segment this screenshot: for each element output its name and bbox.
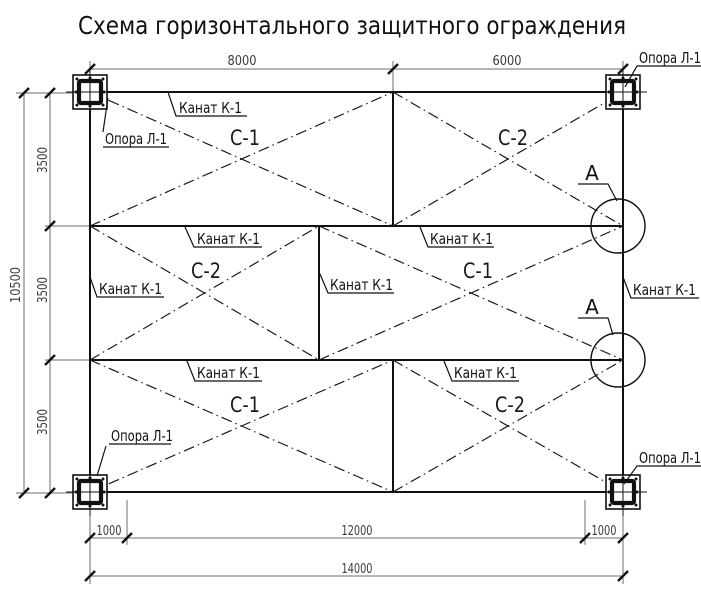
cable-label: Канат К-1 [430, 230, 493, 248]
cable-callouts: Канат К-1 Канат К-1 Канат К-1 Канат К-1 … [89, 91, 699, 382]
support-callout: Опора Л-1 [102, 97, 169, 148]
section-marker-bottom: А [578, 295, 614, 336]
cable-callout: Канат К-1 [419, 226, 494, 248]
cable-label: Канат К-1 [197, 364, 260, 382]
support-label: Опора Л-1 [639, 49, 701, 67]
support-post-top-left [66, 68, 114, 116]
dim-left-row3: 3500 [36, 409, 51, 435]
dim-bottom-left-offset: 1000 [97, 524, 122, 539]
section-circle-bottom [590, 332, 646, 388]
support-label: Опора Л-1 [639, 449, 701, 467]
cable-callout: Канат К-1 [319, 273, 394, 294]
section-marker-top: А [578, 161, 618, 202]
section-marker-label: А [585, 295, 599, 319]
support-callout: Опора Л-1 [624, 49, 701, 88]
support-post-bottom-right [599, 468, 647, 516]
panel-label-r3c2: С-2 [495, 393, 525, 417]
dim-bottom-middle-span: 12000 [342, 524, 373, 539]
dim-top-span1: 8000 [228, 54, 257, 69]
cable-callout: Канат К-1 [184, 226, 262, 248]
support-post-bottom-left [66, 468, 114, 516]
cable-label: Канат К-1 [99, 280, 162, 298]
section-markers: А А [578, 161, 618, 336]
support-post-top-right [599, 68, 647, 116]
cable-callout: Канат К-1 [622, 276, 699, 299]
panel-label-r3c1: С-1 [230, 393, 260, 417]
cable-label: Канат К-1 [330, 276, 393, 294]
panel-label-r2c2: С-1 [463, 259, 493, 283]
fence-frame [89, 91, 624, 493]
cable-callout: Канат К-1 [186, 360, 262, 382]
dim-bottom-right-offset: 1000 [592, 524, 617, 539]
panel-label-r2c1: С-2 [191, 259, 221, 283]
dim-left-total: 10500 [9, 267, 24, 303]
cable-callout: Канат К-1 [89, 276, 164, 298]
panel-labels: С-1 С-2 С-2 С-1 С-1 С-2 [191, 126, 528, 417]
support-callouts: Опора Л-1 Опора Л-1 Опора Л-1 Опора Л-1 [96, 49, 701, 485]
cable-callout: Канат К-1 [167, 91, 247, 117]
support-label: Опора Л-1 [111, 427, 173, 445]
support-callout: Опора Л-1 [623, 449, 701, 485]
cable-label: Канат К-1 [633, 281, 696, 299]
support-posts [66, 68, 647, 516]
section-marker-label: А [585, 161, 599, 185]
panel-label-r1c1: С-1 [230, 126, 260, 150]
drawing-title: Схема горизонтального защитного огражден… [78, 11, 626, 40]
cable-label: Канат К-1 [197, 230, 260, 248]
support-callout: Опора Л-1 [96, 427, 173, 477]
cable-label: Канат К-1 [179, 99, 242, 117]
dim-left-row1: 3500 [36, 147, 51, 173]
dim-bottom-total: 14000 [342, 562, 373, 577]
dim-top-span2: 6000 [493, 54, 522, 69]
panel-label-r1c2: С-2 [498, 126, 528, 150]
support-label: Опора Л-1 [105, 130, 167, 148]
cable-diagonals [89, 91, 624, 493]
section-detail-circles [590, 198, 646, 388]
section-circle-top [590, 198, 646, 254]
cable-callout: Канат К-1 [443, 360, 519, 382]
dim-left-row2: 3500 [36, 277, 51, 303]
cable-label: Канат К-1 [454, 364, 517, 382]
